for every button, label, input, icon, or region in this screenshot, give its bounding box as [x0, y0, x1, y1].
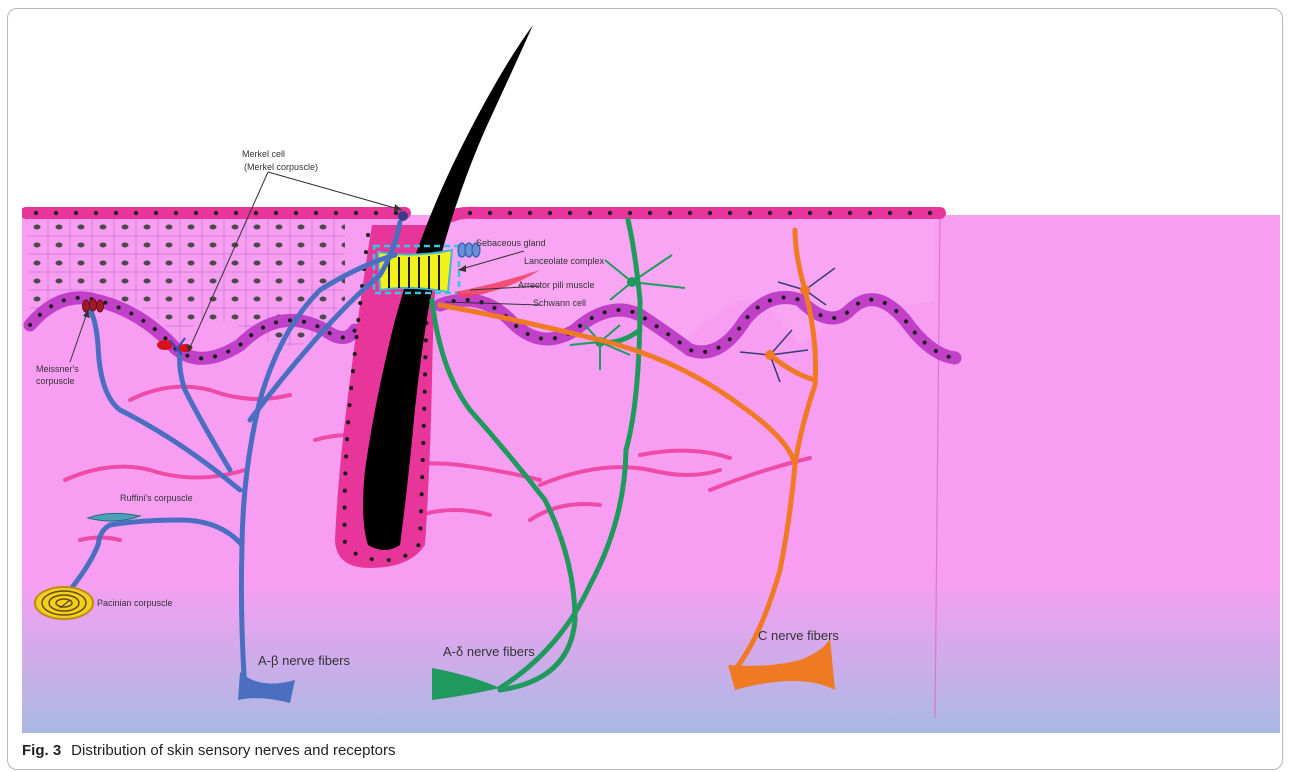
label-lanceolate-complex: Lanceolate complex — [524, 256, 605, 266]
label-c-fibers: C nerve fibers — [758, 628, 839, 643]
label-pacinian: Pacinian corpuscle — [97, 598, 173, 608]
label-meissner-2: corpuscle — [36, 376, 75, 386]
c-fiber-ending-1 — [800, 285, 810, 295]
merkel-cell-top — [398, 211, 408, 221]
label-a-delta: A-δ nerve fibers — [443, 644, 535, 659]
label-meissner-1: Meissner's — [36, 364, 79, 374]
label-merkel-corpuscle: (Merkel corpuscle) — [244, 162, 318, 172]
epidermis-top-band-right — [452, 213, 940, 216]
pacinian-corpuscle — [35, 587, 93, 619]
label-arrector-pili: Arrector pili muscle — [518, 280, 595, 290]
label-ruffini: Ruffini's corpuscle — [120, 493, 193, 503]
label-merkel-cell: Merkel cell — [242, 149, 285, 159]
skin-diagram: Merkel cell (Merkel corpuscle) Sebaceous… — [22, 0, 1282, 740]
meissner-corpuscle — [83, 299, 104, 312]
label-schwann-cell: Schwann cell — [533, 298, 586, 308]
figure-caption: Fig. 3 Distribution of skin sensory nerve… — [22, 738, 1122, 764]
figure-label: Fig. 3 — [22, 742, 61, 759]
a-delta-ending-1 — [627, 277, 637, 287]
c-fiber-ending-2 — [765, 350, 775, 360]
label-sebaceous-gland: Sebaceous gland — [476, 238, 546, 248]
label-a-beta: A-β nerve fibers — [258, 653, 351, 668]
hypodermis-fade — [22, 580, 1280, 733]
caption-text: Distribution of skin sensory nerves and … — [71, 742, 395, 759]
